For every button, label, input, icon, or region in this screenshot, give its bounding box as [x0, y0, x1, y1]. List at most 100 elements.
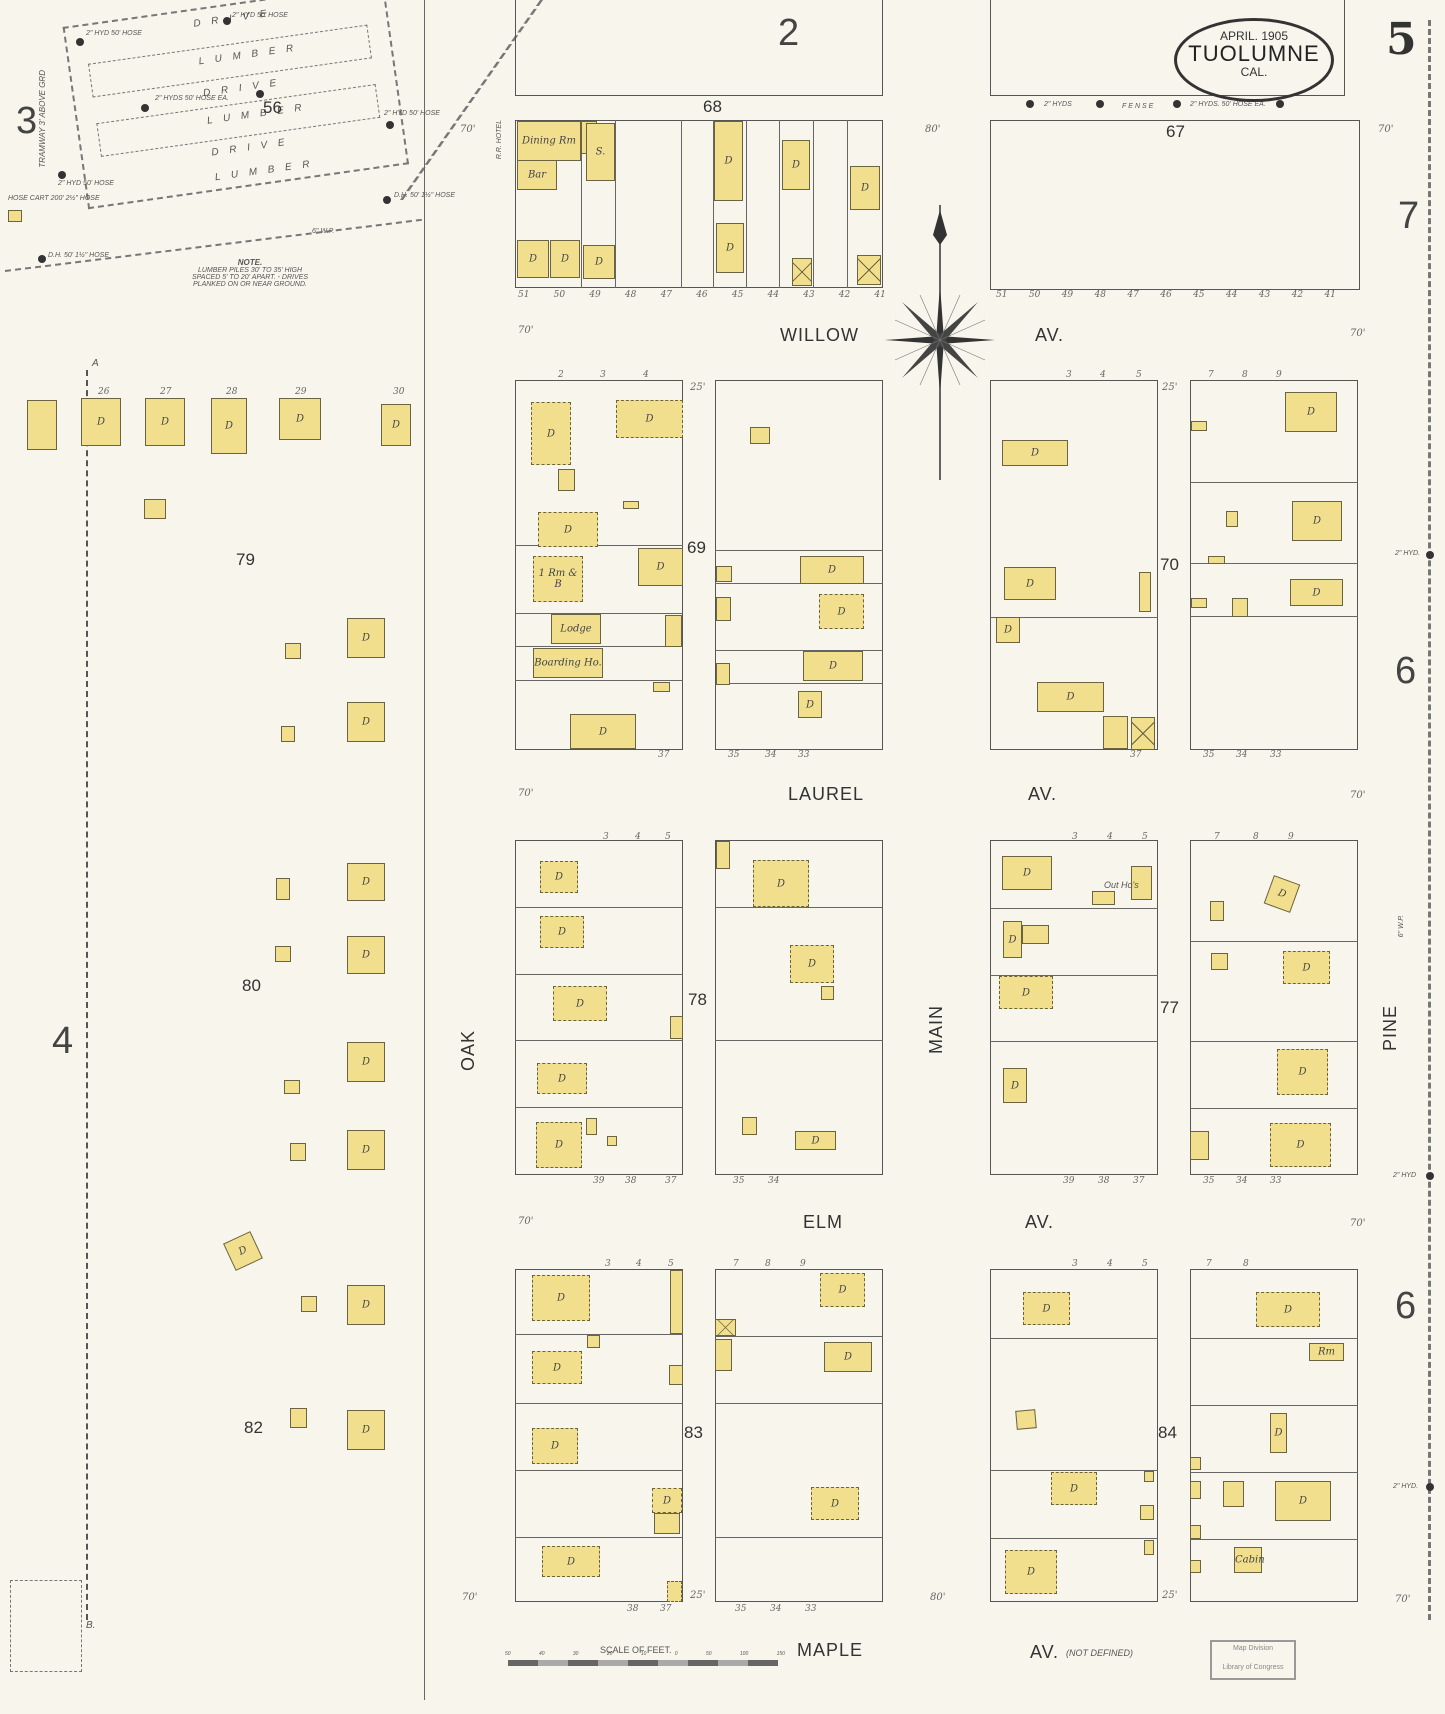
fence-label: FENSE: [1122, 103, 1156, 110]
lot-number: 4: [635, 832, 641, 842]
bar: Bar: [517, 160, 557, 190]
outbuilding: [669, 1365, 683, 1385]
street-label-maple-av: AV.: [1030, 1642, 1060, 1662]
dwelling: D: [1275, 1481, 1331, 1521]
dwelling: D: [536, 1122, 582, 1168]
outbuilding: [1210, 901, 1224, 921]
dwelling: D: [347, 1042, 385, 1082]
outbuilding: [1190, 1481, 1201, 1499]
outbuilding: [586, 1118, 597, 1135]
outbuilding: [1139, 572, 1151, 612]
outbuilding: [653, 682, 670, 692]
street-label-pine: PINE: [1380, 1005, 1400, 1052]
dwelling: D: [537, 1063, 587, 1094]
block-70-east: [1190, 380, 1358, 750]
dwelling: D: [347, 1285, 385, 1325]
dwelling: D: [850, 166, 880, 210]
dwelling: D: [538, 512, 598, 547]
state-name: CAL.: [1240, 65, 1268, 79]
windmill-tank: [587, 1335, 600, 1348]
outbuilding: [558, 469, 575, 491]
lot-number: 7: [1206, 1259, 1212, 1269]
hydrant-icon: [223, 17, 231, 25]
dwelling: D: [517, 240, 549, 278]
lot-number: 33: [805, 1604, 817, 1614]
dimension: 70': [1395, 1594, 1411, 1605]
dwelling: D: [1023, 1292, 1070, 1325]
dwelling: D: [782, 140, 810, 190]
block-number: 78: [688, 990, 707, 1009]
lot-number: 28: [226, 387, 238, 397]
hotel-building: Dining Rm: [517, 121, 581, 161]
outbuilding: [290, 1143, 306, 1161]
hose-cart-label: HOSE CART 200' 2½" HOSE: [8, 195, 100, 202]
dwelling: D: [1270, 1123, 1331, 1167]
hydrant-icon: [1426, 1172, 1434, 1180]
hydrant-label: 2" HYD 50' HOSE: [86, 30, 142, 37]
dwelling: D: [638, 548, 683, 586]
hydrant-label: 2" HYD: [1393, 1172, 1417, 1179]
lot-number: 5: [665, 832, 671, 842]
building-outline: [10, 1580, 82, 1672]
lot-number: 8: [1242, 370, 1248, 380]
outbuilding: [275, 946, 291, 962]
lot-number: 4: [1107, 832, 1113, 842]
lot-number: 33: [798, 750, 810, 760]
dwelling: D: [800, 556, 864, 584]
lot-number: 9: [1276, 370, 1282, 380]
lot-number: 29: [295, 387, 307, 397]
outbuilding: [290, 1408, 307, 1428]
tank-house: [607, 1136, 617, 1146]
lot-number: 5: [1136, 370, 1142, 380]
lot-number: 34: [1236, 1176, 1248, 1186]
outbuilding: [1226, 511, 1238, 527]
compass-rose-icon: [885, 205, 995, 480]
hydrant-icon: [386, 121, 394, 129]
west-boundary-line: [424, 0, 425, 1700]
lot-number: 3: [600, 370, 606, 380]
shed-x: [857, 255, 881, 285]
hydrant-label: D.H. 50' 1½" HOSE: [48, 252, 110, 259]
dwelling: D: [532, 1275, 590, 1321]
block-number: 84: [1158, 1423, 1177, 1442]
dwelling: D: [1292, 501, 1342, 541]
stamp-line: Map Division: [1232, 1645, 1274, 1652]
outbuilding: [301, 1296, 317, 1312]
library-stamp: Map Division Library of Congress: [1210, 1640, 1296, 1680]
block-67: [990, 120, 1360, 290]
tramway-label: TRAMWAY 3' ABOVE GRD: [38, 70, 47, 168]
lot-number: 37: [660, 1604, 672, 1614]
dwelling: D: [824, 1342, 872, 1372]
hydrant-icon: [1426, 551, 1434, 559]
dwelling: 1 Rm & B: [533, 556, 583, 602]
lot-number: 5: [1142, 832, 1148, 842]
lot-number: 4: [1100, 370, 1106, 380]
lot-number: 38: [625, 1176, 637, 1186]
outbuilding: [281, 726, 295, 742]
block-84-east: [1190, 1269, 1358, 1602]
outbuilding: [654, 1513, 680, 1534]
hydrant-icon: [383, 196, 391, 204]
hydrant-icon: [1026, 100, 1034, 108]
hydrant-label: 2" HYD.: [1395, 550, 1421, 557]
shed-x: [792, 258, 812, 286]
block-70-west: [990, 380, 1158, 750]
dimension: 70': [518, 1216, 534, 1227]
outbuilding: [670, 1016, 683, 1039]
lot-number: 7: [1214, 832, 1220, 842]
lot-number: 9: [800, 1259, 806, 1269]
block-68: [515, 120, 883, 288]
dwelling: D: [279, 398, 321, 440]
lot-number: 5: [1142, 1259, 1148, 1269]
dwelling: D: [819, 594, 864, 629]
hydrant-icon: [256, 90, 264, 98]
outbuilding: [284, 1080, 300, 1094]
block-83-east: [715, 1269, 883, 1602]
building: [27, 400, 57, 450]
block-number: 83: [684, 1423, 703, 1442]
dwelling: D: [753, 860, 809, 907]
dwelling: D: [798, 691, 822, 718]
lot-number: 33: [1270, 1176, 1282, 1186]
